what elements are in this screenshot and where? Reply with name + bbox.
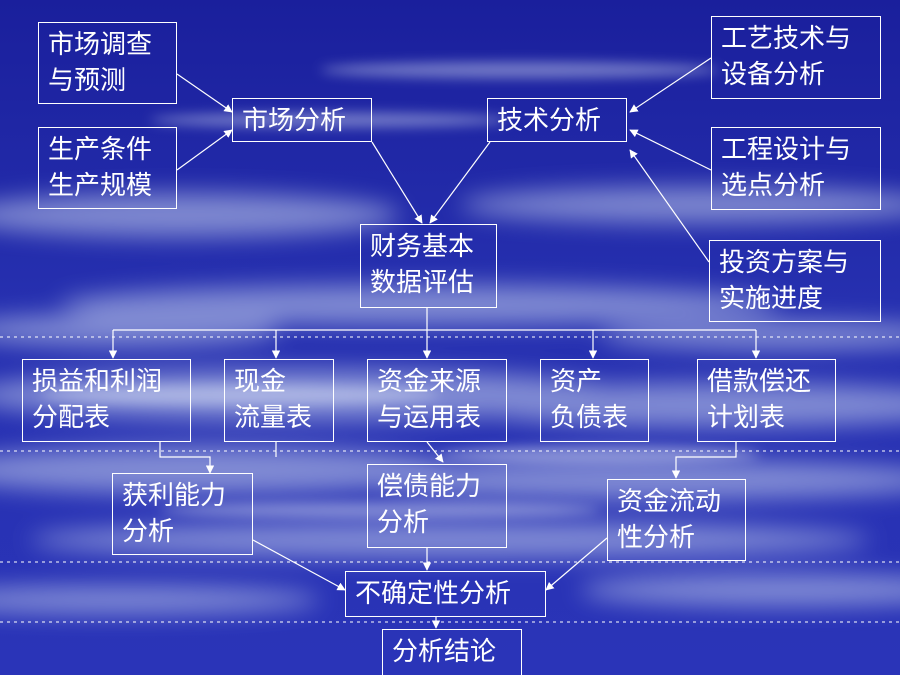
loan-repayment-box: 借款偿还 计划表: [697, 359, 836, 442]
solvency-box: 偿债能力 分析: [367, 464, 507, 548]
balance-sheet-box: 资产 负债表: [540, 359, 649, 442]
market-analysis-label: 市场分析: [242, 106, 347, 136]
production-conditions-line-2: 生产规模: [48, 171, 153, 201]
liquidity-line-1: 资金流动: [617, 487, 722, 517]
solvency-line-2: 分析: [377, 508, 430, 538]
funds-source-box: 资金来源 与运用表: [367, 359, 507, 442]
engineering-design-box: 工程设计与 选点分析: [711, 127, 881, 210]
profitability-box: 获利能力 分析: [112, 473, 253, 555]
process-equipment-box: 工艺技术与 设备分析: [711, 16, 881, 99]
profit-table-line-2: 分配表: [32, 403, 111, 433]
investment-plan-box: 投资方案与 实施进度: [709, 240, 881, 322]
financial-data-box: 财务基本 数据评估: [360, 224, 497, 308]
loan-repayment-line-2: 计划表: [707, 403, 786, 433]
funds-source-line-1: 资金来源: [377, 367, 482, 397]
profitability-line-1: 获利能力: [122, 481, 227, 511]
production-conditions-box: 生产条件 生产规模: [38, 127, 177, 209]
market-survey-line-1: 市场调查: [48, 30, 153, 60]
profit-table-line-1: 损益和利润: [32, 367, 163, 397]
funds-source-line-2: 与运用表: [377, 403, 482, 433]
financial-data-line-2: 数据评估: [370, 268, 475, 298]
liquidity-line-2: 性分析: [617, 523, 696, 553]
solvency-line-1: 偿债能力: [377, 472, 482, 502]
market-analysis-box: 市场分析: [232, 98, 372, 142]
technical-analysis-label: 技术分析: [497, 106, 602, 136]
uncertainty-label: 不确定性分析: [355, 579, 512, 609]
profit-table-box: 损益和利润 分配表: [22, 359, 191, 442]
process-equipment-line-1: 工艺技术与: [721, 24, 852, 54]
technical-analysis-box: 技术分析: [487, 98, 627, 142]
conclusion-box: 分析结论: [382, 629, 522, 675]
engineering-design-line-2: 选点分析: [721, 171, 826, 201]
engineering-design-line-1: 工程设计与: [721, 135, 852, 165]
investment-plan-line-2: 实施进度: [719, 284, 824, 314]
cash-flow-box: 现金 流量表: [224, 359, 334, 442]
conclusion-label: 分析结论: [392, 637, 497, 667]
investment-plan-line-1: 投资方案与: [719, 248, 850, 278]
profitability-line-2: 分析: [122, 517, 175, 547]
production-conditions-line-1: 生产条件: [48, 135, 153, 165]
balance-sheet-line-2: 负债表: [550, 403, 629, 433]
liquidity-box: 资金流动 性分析: [607, 479, 746, 561]
process-equipment-line-2: 设备分析: [721, 60, 826, 90]
financial-data-line-1: 财务基本: [370, 232, 475, 262]
loan-repayment-line-1: 借款偿还: [707, 367, 812, 397]
balance-sheet-line-1: 资产: [550, 367, 603, 397]
cash-flow-line-1: 现金: [234, 367, 287, 397]
market-survey-line-2: 与预测: [48, 66, 127, 96]
market-survey-box: 市场调查 与预测: [38, 22, 177, 104]
uncertainty-box: 不确定性分析: [345, 571, 546, 617]
cash-flow-line-2: 流量表: [234, 403, 313, 433]
